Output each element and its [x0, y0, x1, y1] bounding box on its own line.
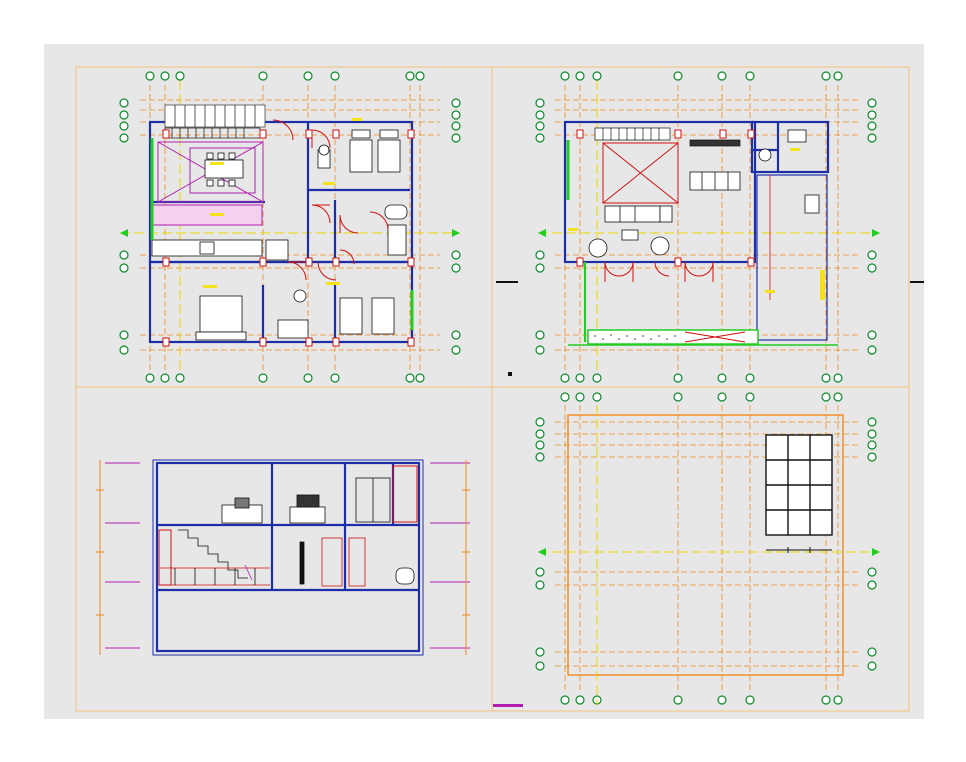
solar-panel-array — [765, 434, 833, 536]
point-mark — [508, 372, 512, 376]
cad-drawing — [75, 66, 924, 712]
planter-hatch — [594, 334, 676, 340]
terrace-rail — [568, 262, 838, 346]
stair-void — [602, 142, 679, 204]
dimension-lines — [96, 460, 470, 655]
room-tags — [203, 118, 362, 288]
dining-table — [204, 152, 244, 187]
green-arrows — [538, 548, 880, 556]
building-section — [96, 459, 470, 656]
living-furniture — [588, 129, 820, 258]
section-side-details — [158, 465, 418, 586]
roof-outline — [567, 414, 844, 676]
scale-mark — [496, 281, 518, 283]
room-tags — [568, 148, 825, 300]
stair-treads — [594, 127, 741, 147]
roof-edge-line — [766, 547, 832, 553]
stair — [164, 104, 266, 139]
roof-plan — [493, 405, 880, 707]
columns — [162, 129, 415, 347]
drawing-sheet — [44, 44, 924, 719]
doors — [272, 119, 389, 281]
ground-floor-plan — [120, 80, 460, 380]
columns — [576, 129, 755, 267]
bedroom-furniture — [195, 129, 408, 341]
level-markers — [105, 462, 470, 649]
walls — [155, 461, 421, 653]
walls — [563, 120, 830, 341]
title-mark — [493, 704, 523, 707]
section-outer — [152, 459, 424, 656]
sheet-frame — [75, 66, 910, 712]
axis-bubbles — [119, 71, 877, 705]
kitchen-counter — [151, 239, 289, 261]
section-furniture — [221, 477, 415, 587]
scale-mark — [910, 281, 924, 283]
green-marks — [150, 138, 414, 330]
upper-floor-plan — [496, 80, 924, 380]
center-axis — [538, 405, 880, 705]
axis-arrows — [120, 229, 880, 237]
doors — [604, 175, 771, 300]
section-stair — [160, 529, 270, 586]
